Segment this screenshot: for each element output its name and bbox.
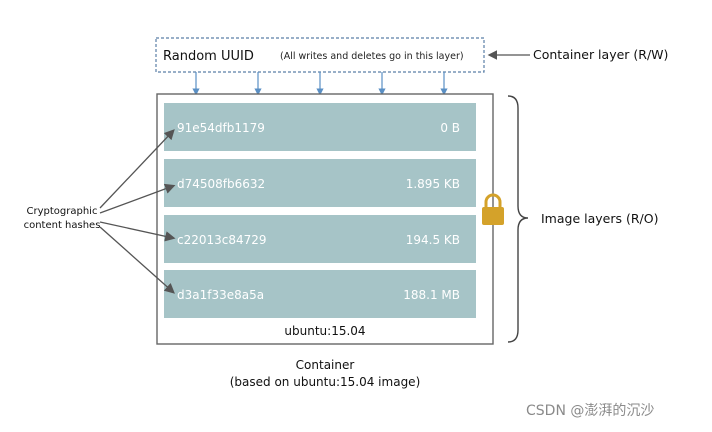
image-layer: 91e54dfb1179 0 B <box>164 103 476 151</box>
layer-hash: c22013c84729 <box>177 233 267 247</box>
write-arrows <box>192 72 448 96</box>
image-layer: d3a1f33e8a5a 188.1 MB <box>164 270 476 318</box>
image-layer-bar <box>164 215 476 263</box>
container-caption-line2: (based on ubuntu:15.04 image) <box>230 375 421 389</box>
layer-hash: d74508fb6632 <box>177 177 265 191</box>
hashes-label-line2: content hashes <box>24 220 101 231</box>
container-caption-line1: Container <box>296 358 355 372</box>
image-layer: d74508fb6632 1.895 KB <box>164 159 476 207</box>
hash-pointer <box>99 183 176 214</box>
container-layer: Random UUID (All writes and deletes go i… <box>155 37 485 73</box>
lock-icon <box>482 193 504 225</box>
image-layer-bar <box>164 103 476 151</box>
container-layer-note: (All writes and deletes go in this layer… <box>280 51 464 62</box>
container-layer-box <box>155 37 485 73</box>
image-name: ubuntu:15.04 <box>284 324 365 338</box>
image-layer-bar <box>164 270 476 318</box>
layer-size: 194.5 KB <box>406 233 460 247</box>
layer-size: 0 B <box>440 121 460 135</box>
hash-pointer <box>99 226 175 294</box>
hash-pointer <box>99 221 176 242</box>
layer-hash: d3a1f33e8a5a <box>177 288 264 302</box>
container-layer-label: Container layer (R/W) <box>533 47 668 62</box>
watermark: CSDN @澎湃的沉沙 <box>526 403 655 419</box>
layer-hash: 91e54dfb1179 <box>177 121 265 135</box>
layer-size: 188.1 MB <box>403 288 460 302</box>
image-layer: c22013c84729 194.5 KB <box>164 215 476 263</box>
image-layer-bar <box>164 159 476 207</box>
image-layers-label: Image layers (R/O) <box>541 211 658 226</box>
hashes-label-line1: Cryptographic <box>27 206 98 217</box>
hash-pointers <box>99 129 176 294</box>
container-layer-title: Random UUID <box>163 49 254 64</box>
layer-size: 1.895 KB <box>406 177 460 191</box>
right-brace-icon <box>507 95 529 343</box>
hash-pointer <box>99 129 175 209</box>
